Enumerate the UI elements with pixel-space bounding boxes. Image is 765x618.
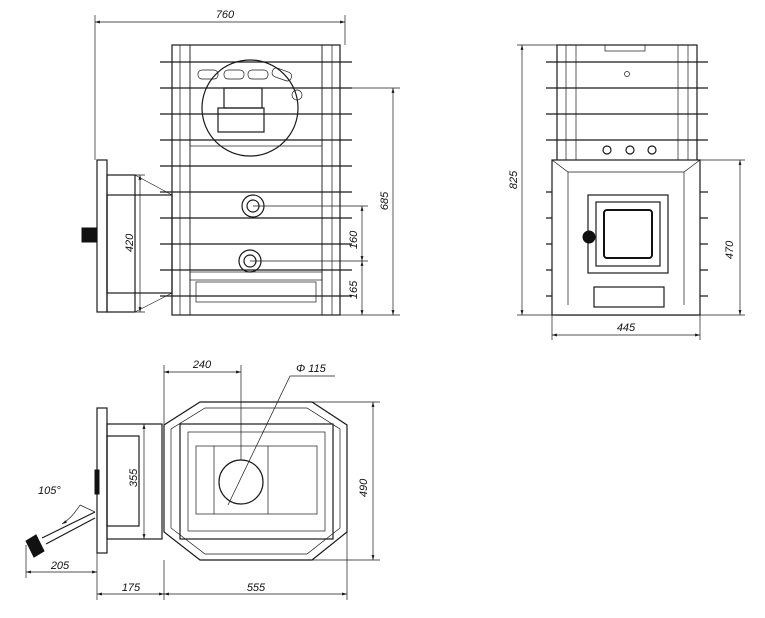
dim-side-pipe-gap: 160 [348,230,360,249]
front-door-panel [551,159,701,316]
side-dimensions: 760 685 420 160 165 [94,9,400,316]
dim-top-diameter: Φ 115 [296,363,327,375]
dim-side-width: 760 [216,9,235,21]
side-tank [197,59,303,157]
top-tunnel [25,407,163,558]
side-view [81,44,352,316]
dim-side-tunnel: 420 [124,233,136,252]
dim-top-175: 175 [122,582,141,594]
top-dimensions: 240 Φ 115 355 490 105° 205 175 555 [25,359,380,600]
side-pipes [238,194,265,273]
dim-side-height: 685 [379,191,391,210]
dim-top-depth: 490 [358,478,370,497]
side-slats [160,61,352,303]
dim-side-pipe-low: 165 [348,280,360,299]
dim-top-205: 205 [50,560,70,572]
dim-top-angle: 105° [38,485,61,497]
top-view [25,401,348,561]
dim-front-width: 445 [617,322,636,334]
front-dimensions: 825 470 445 [508,44,745,340]
dim-front-door: 470 [724,240,736,259]
dim-top-555: 555 [247,582,266,594]
dim-top-240: 240 [192,359,212,371]
dim-top-355: 355 [128,468,140,487]
front-view [546,44,708,316]
dim-front-height: 825 [508,170,520,189]
